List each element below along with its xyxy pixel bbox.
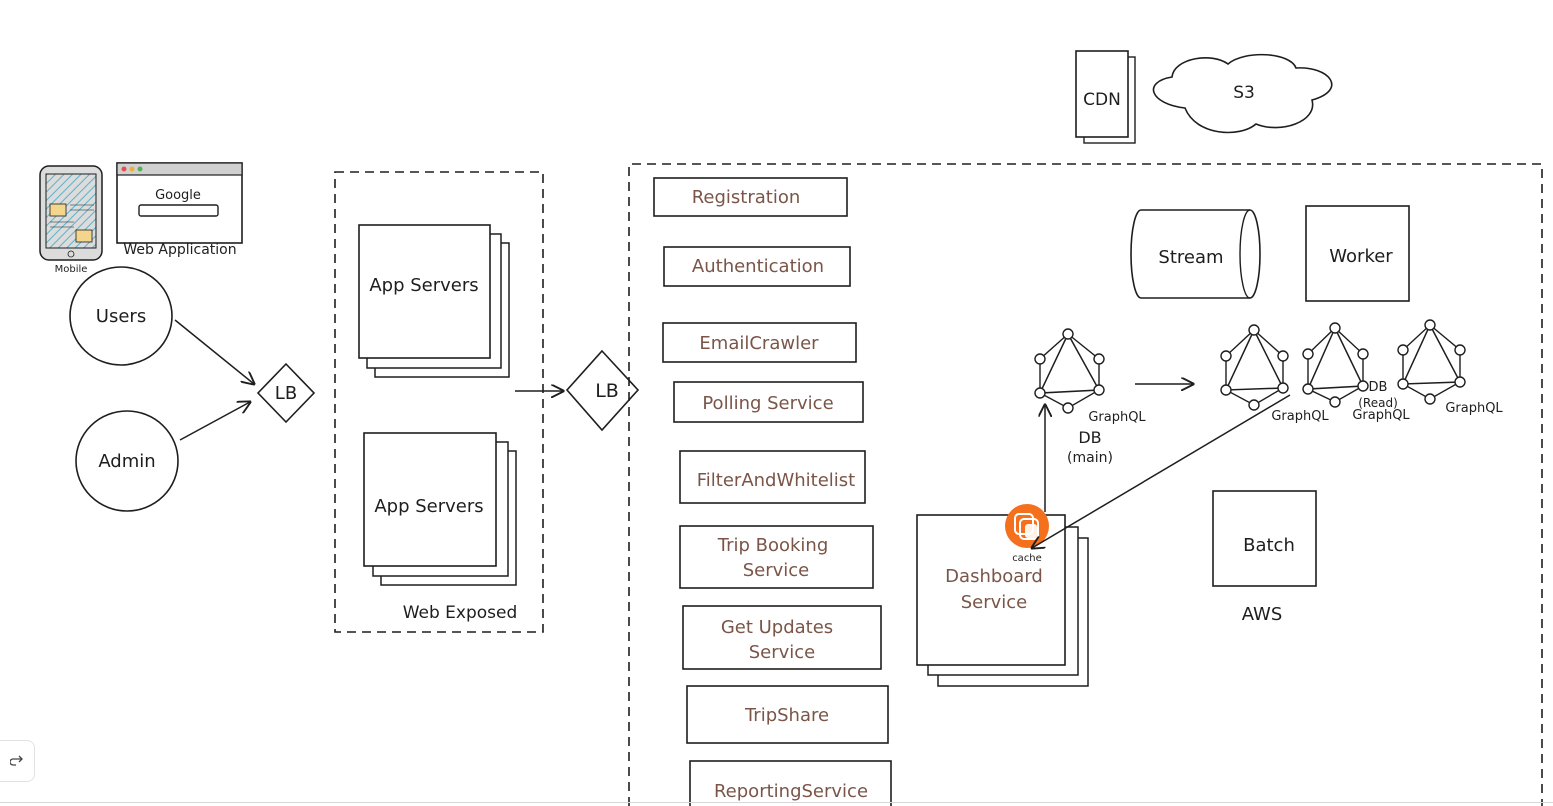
app-servers-2-label: App Servers [374,496,483,517]
app-servers-1-label: App Servers [369,275,478,296]
s3-cloud-node: S3 [1152,53,1333,134]
read-db-to-dashboard-arrow [1032,394,1291,548]
service-label: Authentication [692,256,824,277]
replica-2-graphql-label: GraphQL [1352,408,1410,423]
replica-1-graphql-label: GraphQL [1271,409,1329,424]
service-label: EmailCrawler [699,333,819,354]
service-label: Polling Service [702,393,833,414]
aws-label: AWS [1242,604,1283,625]
admin-node: Admin [75,410,179,512]
load-balancer-1: LB [256,362,316,424]
web-application-label: Web Application [123,242,236,258]
redo-icon [10,755,23,766]
service-polling: Polling Service [673,381,864,423]
main-db-label: DB [1078,428,1101,447]
canvas-bottom-rule [0,802,1553,803]
stream-node: Stream [1130,209,1261,299]
graphql-main-db-icon [1034,328,1105,414]
service-label-line2: Service [743,560,810,581]
users-label: Users [96,306,146,327]
mobile-device [39,165,103,261]
service-label: TripShare [744,705,829,726]
graphql-replica-2-icon [1302,322,1369,408]
service-filterandwhitelist: FilterAndWhitelist [679,450,866,504]
read-db-label: DB [1369,380,1388,395]
service-label: Registration [692,187,801,208]
worker-node: Worker [1305,205,1410,302]
service-registration: Registration [653,177,848,217]
main-graphql-label: GraphQL [1088,410,1146,425]
app-servers-stack-1: App Servers [358,224,510,378]
service-label: Get Updates [721,617,833,638]
service-label: FilterAndWhitelist [697,470,856,491]
service-get-updates: Get Updates Service [682,605,882,670]
s3-label: S3 [1233,83,1255,103]
dashboard-label-line2: Service [961,592,1028,613]
service-trip-booking: Trip Booking Service [679,525,874,589]
web-exposed-group [334,171,544,633]
users-node: Users [69,266,173,366]
backend-group [628,163,1543,806]
service-reporting: ReportingService [689,760,892,806]
service-label-line2: Service [749,642,816,663]
lb1-label: LB [275,383,297,404]
lb2-label: LB [595,380,619,402]
stream-label: Stream [1158,247,1223,268]
app-servers-stack-2: App Servers [363,432,517,586]
graphql-replica-3-icon [1397,319,1466,405]
dashboard-service-stack: Dashboard Service [916,514,1089,687]
service-label: Trip Booking [717,535,829,556]
batch-label: Batch [1243,535,1295,556]
read-db-sub-label: (Read) [1358,396,1398,410]
load-balancer-2: LB [565,349,640,432]
admin-label: Admin [98,451,155,472]
service-authentication: Authentication [663,246,851,287]
admin-to-lb-arrow [179,402,250,441]
users-to-lb-arrow [174,319,254,384]
web-logo: Google [155,188,201,203]
web-exposed-label: Web Exposed [403,603,518,623]
service-tripshare: TripShare [686,685,889,744]
main-db-sub-label: (main) [1067,450,1113,466]
batch-node: Batch [1212,490,1317,587]
service-label: ReportingService [714,781,868,802]
cdn-label: CDN [1083,90,1121,110]
redo-button[interactable] [0,740,35,782]
dashboard-label-line1: Dashboard [945,566,1043,587]
cache-label: cache [1012,553,1042,564]
replica-3-graphql-label: GraphQL [1445,401,1503,416]
worker-label: Worker [1329,246,1393,267]
web-browser-icon [116,162,243,244]
cdn-node: CDN [1075,50,1136,144]
graphql-replica-1-icon [1220,324,1289,411]
service-emailcrawler: EmailCrawler [662,322,857,363]
mobile-label: Mobile [55,264,88,275]
